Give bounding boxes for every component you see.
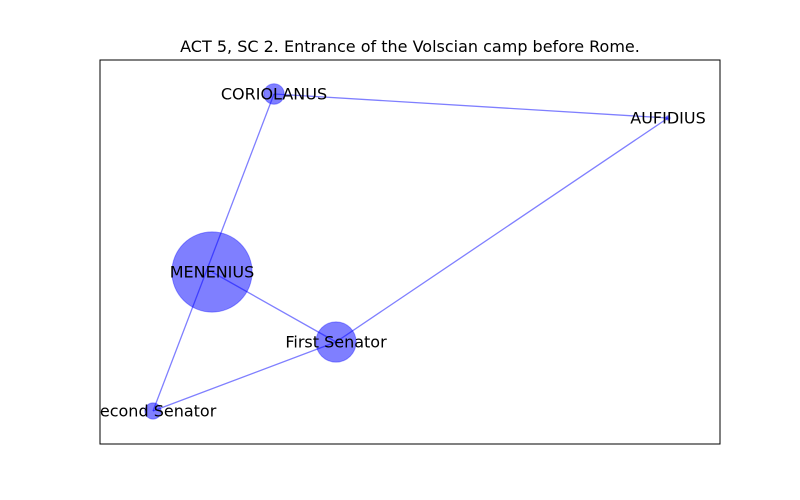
plot-area: CORIOLANUS AUFIDIUS MENENIUS First SenatorS…	[90, 59, 721, 445]
edge-first-senator-second-senator	[152, 341, 337, 412]
plot-frame	[99, 59, 721, 445]
chart-title: ACT 5, SC 2. Entrance of the Volscian ca…	[180, 37, 640, 56]
node-menenius	[171, 231, 253, 313]
node-label-coriolanus: CORIOLANUS	[221, 85, 327, 104]
node-aufidius	[665, 115, 671, 121]
edge-aufidius-first-senator	[335, 117, 669, 343]
node-label-second-senator: Second Senator	[90, 402, 217, 421]
nodes-layer	[144, 83, 671, 420]
node-label-first-senator: First Senator	[285, 333, 387, 352]
edge-coriolanus-aufidius	[273, 93, 669, 119]
node-first-senator	[315, 321, 357, 363]
node-label-aufidius: AUFIDIUS	[630, 109, 705, 128]
node-coriolanus	[263, 83, 285, 105]
node-label-menenius: MENENIUS	[170, 263, 255, 282]
node-second-senator	[144, 402, 162, 420]
labels-layer: CORIOLANUS AUFIDIUS MENENIUS First SenatorS…	[90, 85, 706, 421]
